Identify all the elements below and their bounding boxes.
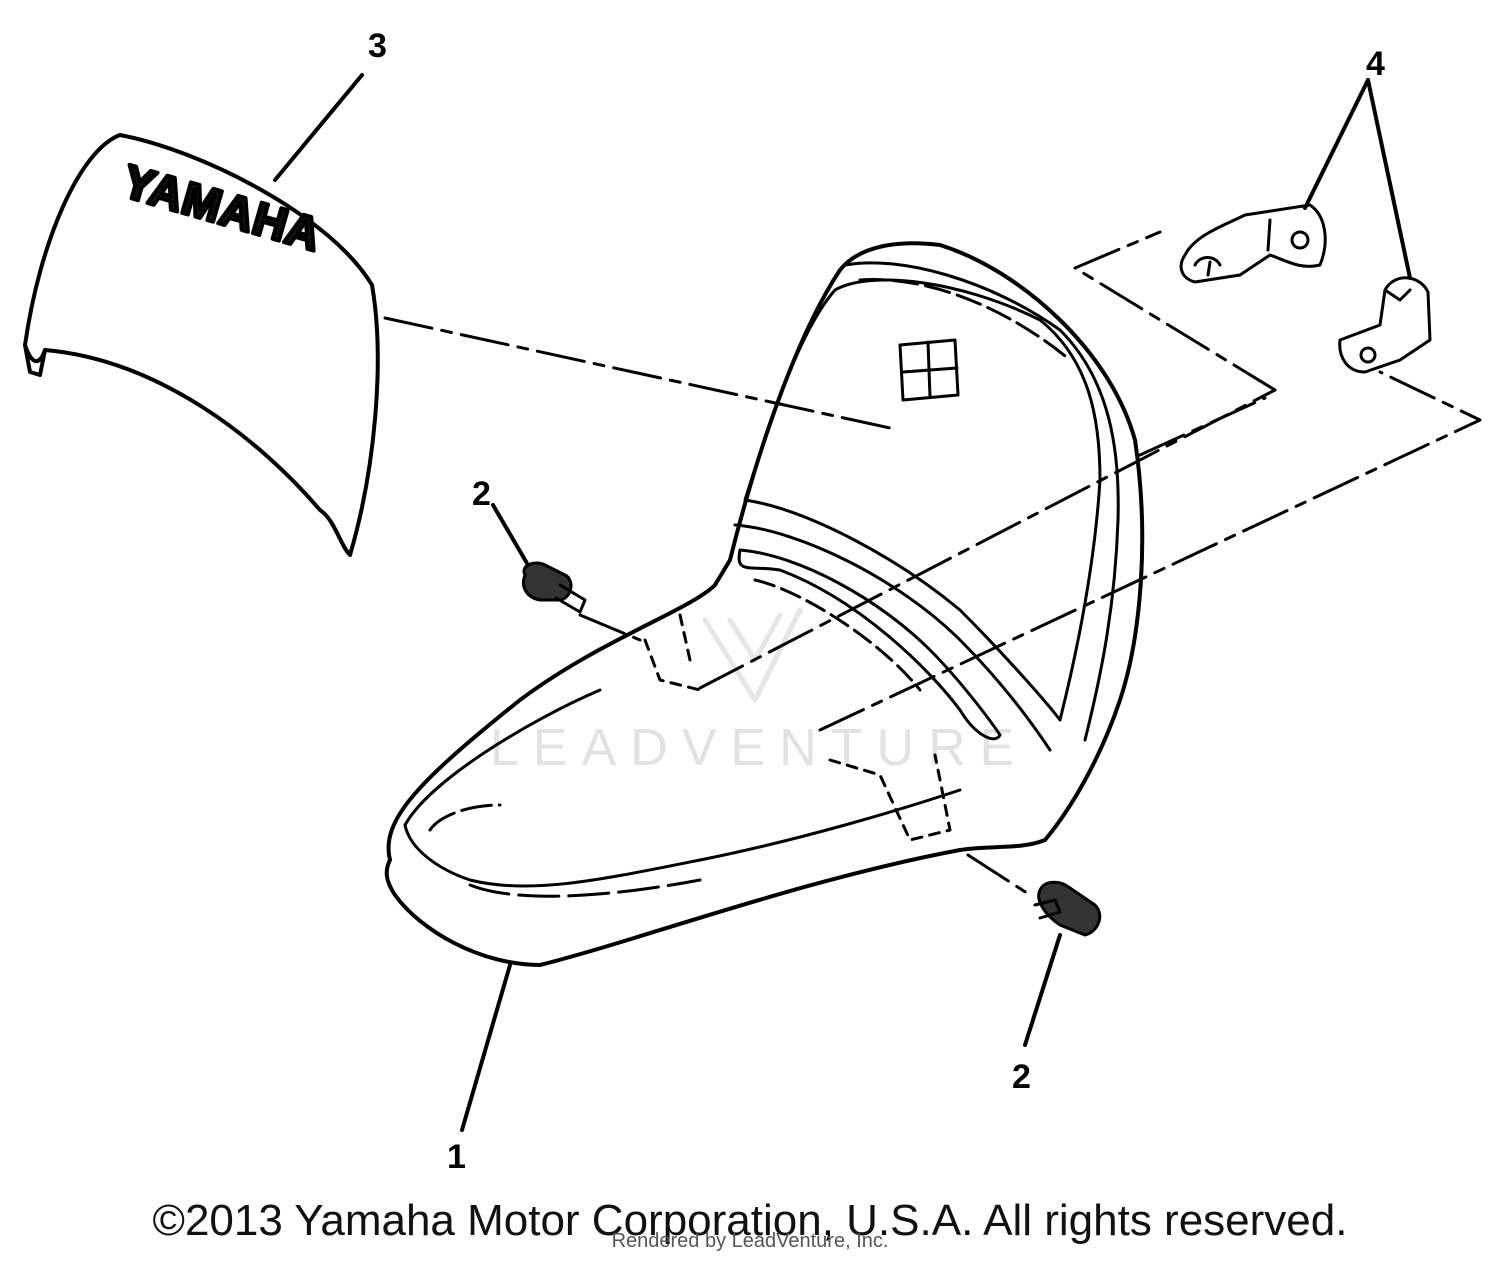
watermark-text: LEADVENTURE [490,719,1028,777]
seat-back-cover: YAMAHA [23,133,380,557]
callout-4: 4 [1366,45,1385,83]
watermark: LEADVENTURE [490,607,1028,777]
seat [384,241,1145,967]
bolt-lower [1033,880,1102,937]
callout-2-upper: 2 [472,475,491,513]
bracket-a [1179,203,1327,284]
rendered-by-credit: Rendered by LeadVenture, Inc. [611,1230,889,1252]
callout-1: 1 [447,1138,466,1176]
bracket-b [1338,276,1432,374]
assembly-lines [383,230,1482,897]
callout-2-lower: 2 [1012,1058,1031,1096]
copyright-notice: ©2013 Yamaha Motor Corporation, U.S.A. A… [152,1196,1348,1245]
callout-3: 3 [368,27,387,65]
bolt-upper [522,561,587,614]
leader-lines [273,73,1412,1132]
